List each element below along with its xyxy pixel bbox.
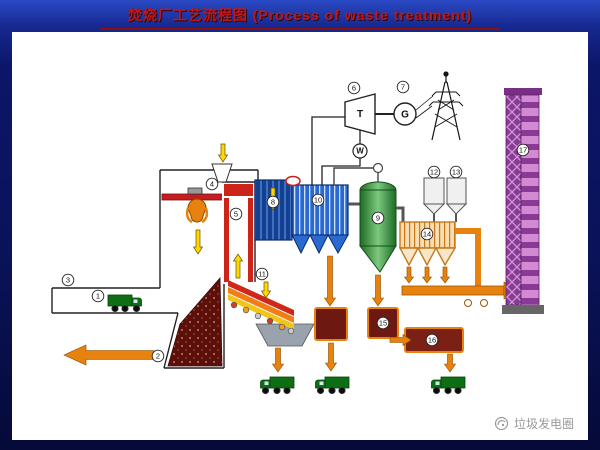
label-ash-container: 16 xyxy=(425,333,439,347)
transmission-tower xyxy=(415,71,464,141)
steam-drum xyxy=(285,175,301,187)
boiler-convection-pass xyxy=(285,175,349,255)
label-boiler-pass: 8 xyxy=(266,195,280,209)
watermark-text: 垃圾发电圈 xyxy=(513,417,574,431)
label-9: 9 xyxy=(376,214,380,223)
label-unloading-gate: 3 xyxy=(61,273,75,287)
condenser xyxy=(352,143,368,159)
label-14: 14 xyxy=(423,230,431,239)
label-fly-ash-bin: 15 xyxy=(376,316,390,330)
crane-trolley xyxy=(187,187,203,195)
label-12: 12 xyxy=(430,168,438,177)
valve-icon xyxy=(372,162,384,174)
generator xyxy=(393,102,417,126)
diagram-canvas: T G W xyxy=(12,32,588,440)
label-1: 1 xyxy=(96,292,100,301)
label-stack: 17 xyxy=(516,143,530,157)
process-flow-diagram: T G W xyxy=(51,71,544,395)
turbine-letter: T xyxy=(357,109,363,120)
chimney-stack xyxy=(502,88,544,314)
label-grab-crane: 4 xyxy=(205,177,219,191)
feed-hopper xyxy=(211,163,233,183)
label-feed-hopper: 5 xyxy=(229,207,243,221)
label-17: 17 xyxy=(519,146,527,155)
label-carbon-silo: 13 xyxy=(449,165,463,179)
label-10: 10 xyxy=(314,196,322,205)
label-8: 8 xyxy=(271,198,275,207)
slag-discharger xyxy=(255,323,315,347)
label-tipping-hall: 1 xyxy=(91,289,105,303)
boiler-ash-bin xyxy=(314,307,348,341)
label-waste-pit: 2 xyxy=(151,349,165,363)
incinerator-furnace xyxy=(211,163,256,284)
ash-trucks xyxy=(260,376,466,395)
slide-title: 焚烧厂工艺流程图 (Process of waste treatment) xyxy=(99,3,501,30)
conveyor-roller xyxy=(480,299,488,307)
label-absorber: 9 xyxy=(371,211,385,225)
steam-circuit: T G W xyxy=(311,93,417,185)
label-generator: 7 xyxy=(396,80,410,94)
label-6: 6 xyxy=(352,84,356,93)
steam-turbine xyxy=(344,93,376,135)
component-labels: 1 2 3 4 5 6 7 8 9 10 11 12 13 14 15 16 1… xyxy=(61,80,530,363)
conveyor-roller xyxy=(464,299,472,307)
label-15: 15 xyxy=(379,319,387,328)
waste-heap xyxy=(167,276,223,367)
label-2: 2 xyxy=(156,352,160,361)
generator-letter: G xyxy=(401,110,409,121)
label-5: 5 xyxy=(234,210,238,219)
label-11: 11 xyxy=(258,270,266,279)
label-lime-silo: 12 xyxy=(427,165,441,179)
label-7: 7 xyxy=(401,83,405,92)
moving-grate xyxy=(228,280,315,347)
label-economizer: 10 xyxy=(311,193,325,207)
watermark-logo-icon xyxy=(494,416,509,431)
label-turbine: 6 xyxy=(347,81,361,95)
delivery-truck xyxy=(107,294,142,313)
label-13: 13 xyxy=(452,168,460,177)
slide-title-area: 焚烧厂工艺流程图 (Process of waste treatment) xyxy=(0,3,600,30)
label-3: 3 xyxy=(66,276,70,285)
grab-crane xyxy=(161,187,227,224)
label-grate: 11 xyxy=(255,267,269,281)
label-bag-filter: 14 xyxy=(420,227,434,241)
watermark: 垃圾发电圈 xyxy=(494,415,574,432)
label-4: 4 xyxy=(210,180,214,189)
grab-claw xyxy=(187,198,207,223)
waste-reception-hall xyxy=(51,169,259,314)
reagent-silos xyxy=(422,177,468,222)
label-16: 16 xyxy=(428,336,436,345)
ash-flow-arrows xyxy=(63,255,457,373)
condenser-letter: W xyxy=(356,147,364,156)
